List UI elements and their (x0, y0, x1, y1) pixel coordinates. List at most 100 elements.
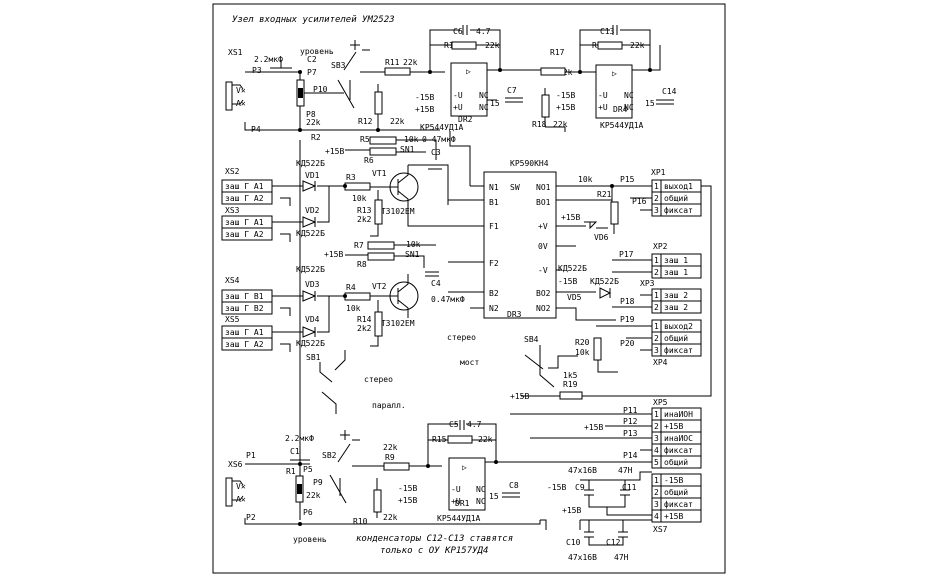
opamp-dr2 (450, 62, 488, 117)
label-p4: P4 (251, 125, 261, 134)
resistor-r15 (447, 435, 473, 444)
label-sw: SW (510, 183, 520, 192)
label-r14: R14 (357, 315, 372, 324)
label-c8-value: 15 (489, 492, 499, 501)
svg-text:-U: -U (451, 485, 461, 494)
svg-text:NC: NC (479, 103, 489, 112)
svg-text:+U: +U (598, 103, 608, 112)
label-r5: R5 (360, 135, 370, 144)
label-vt1: VT1 (372, 169, 387, 178)
label-kd3: КД522Б (296, 265, 325, 274)
resistor-r14 (374, 311, 383, 337)
label-p5: P5 (303, 465, 313, 474)
schematic-border (212, 3, 726, 574)
label-dr2: DR2 (458, 115, 473, 124)
svg-text:заш Г А1: заш Г А1 (225, 218, 264, 227)
label-dr3: DR3 (507, 310, 522, 319)
footnote-line-1: конденсаторы С12-С13 ставятся (356, 534, 513, 544)
resistor-r11 (384, 67, 411, 76)
svg-text:3: 3 (654, 434, 659, 443)
svg-text:▷: ▷ (462, 463, 467, 472)
label-stereo2: стерео (364, 375, 393, 384)
svg-text:-U: -U (453, 91, 463, 100)
svg-text:▷: ▷ (466, 67, 471, 76)
svg-text:2: 2 (654, 194, 659, 203)
label-zash-b2: заш Г В2 (225, 304, 264, 313)
svg-text:фиксат: фиксат (664, 500, 693, 509)
svg-text:заш 1: заш 1 (664, 256, 688, 265)
label-vd1: VD1 (305, 171, 320, 180)
title: Узел входных усилителей УМ2523 (232, 15, 395, 25)
label-c14: C14 (662, 87, 677, 96)
svg-text:общий: общий (664, 193, 688, 203)
svg-text:1: 1 (654, 182, 659, 191)
label-kd6: КД522Б (590, 277, 619, 286)
label-xp3: XP3 (640, 279, 655, 288)
label-r10-value: 22k (383, 513, 398, 522)
connector-xs3-a2 (221, 227, 273, 241)
svg-text:1: 1 (654, 291, 659, 300)
svg-text:заш 1: заш 1 (664, 268, 688, 277)
svg-text:заш 2: заш 2 (664, 303, 688, 312)
svg-text:1: 1 (654, 256, 659, 265)
svg-text:1: 1 (654, 322, 659, 331)
resistor-r17 (540, 67, 566, 76)
svg-text:2: 2 (654, 303, 659, 312)
label-sn1-b: SN1 (405, 250, 420, 259)
svg-text:+U: +U (453, 103, 463, 112)
svg-text:+15В: +15В (324, 250, 343, 259)
label-p15-3: +15В (398, 496, 417, 505)
footnote-line-2: только с ОУ КР157УД4 (380, 546, 488, 556)
pin-n2: N2 (489, 304, 499, 313)
opamp-dr1 (448, 457, 486, 511)
label-p1: P1 (246, 451, 256, 460)
label-p12: P12 (623, 417, 638, 426)
svg-text:5: 5 (654, 458, 659, 467)
resistor-r20 (593, 337, 602, 361)
svg-text:общий: общий (664, 487, 688, 497)
resistor-r18 (541, 94, 550, 118)
label-c47n-a: 47Н (618, 466, 633, 475)
svg-text:V✕: V✕ (236, 86, 246, 95)
label-p3: P3 (252, 66, 262, 75)
label-vd2: VD2 (305, 206, 320, 215)
label-r7: R7 (354, 241, 364, 250)
label-r12: R12 (358, 117, 373, 126)
label-most: мост (460, 358, 479, 367)
label-xs7: XS7 (653, 525, 668, 534)
label-xs4: XS4 (225, 276, 240, 285)
svg-text:NC: NC (476, 497, 486, 506)
connector-xs2-a2 (221, 191, 273, 205)
label-kt1: КТ3102ЕМ (376, 207, 415, 216)
label-c6: C6 (453, 27, 463, 36)
label-c9: C9 (575, 483, 585, 492)
label-m15-2: -15В (556, 91, 575, 100)
label-xs2: XS2 (225, 167, 240, 176)
xp2-pin-2 (660, 265, 702, 279)
label-c14-value: 15 (645, 99, 655, 108)
label-p19: P19 (620, 315, 635, 324)
resistor-r7 (367, 241, 395, 250)
svg-text:4: 4 (654, 446, 659, 455)
svg-text:заш 2: заш 2 (664, 291, 688, 300)
resistor-r16 (451, 41, 477, 50)
resistor-r8 (367, 252, 395, 261)
label-p15: P15 (620, 175, 635, 184)
label-sb1: SB1 (306, 353, 321, 362)
label-r1-22k: 22k (306, 491, 321, 500)
pin-mv: -V (538, 266, 548, 275)
pin-f1: F1 (489, 222, 499, 231)
label-c47x16b: 47х16В (568, 553, 597, 562)
label-r18: R18 (532, 120, 547, 129)
label-sb2: SB2 (322, 451, 337, 460)
svg-text:1: 1 (654, 476, 659, 485)
label-xp4: XP4 (653, 358, 668, 367)
resistor-r9 (383, 462, 410, 471)
label-p15f: +15В (562, 506, 581, 515)
label-p16: P16 (632, 197, 647, 206)
svg-text:2: 2 (654, 488, 659, 497)
label-p17: P17 (619, 250, 634, 259)
xp4-pin-3 (660, 343, 702, 357)
resistor-r3 (344, 182, 371, 191)
